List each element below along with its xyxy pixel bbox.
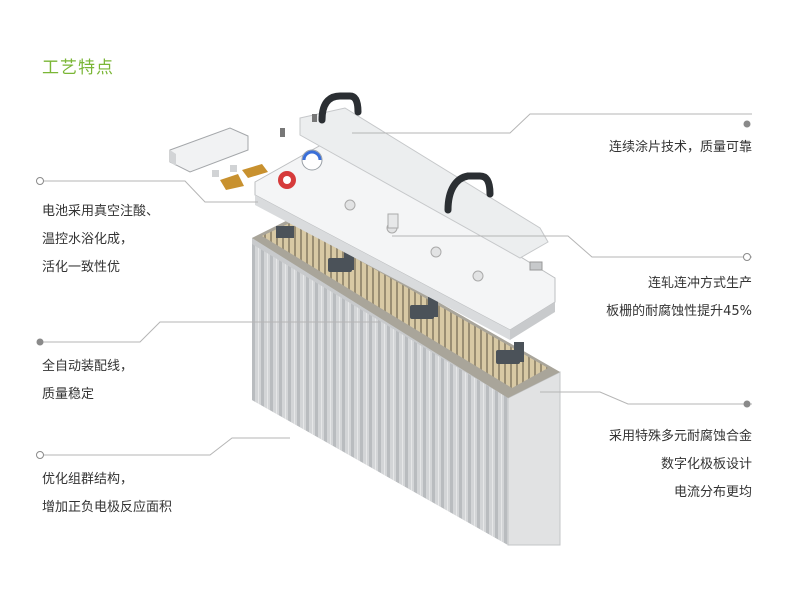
terminal-bracket	[169, 127, 285, 190]
cell-connectors	[276, 226, 524, 364]
callout-vacuum-acid: 电池采用真空注酸、 温控水浴化成， 活化一致性优	[42, 204, 160, 275]
terminal-post	[276, 226, 294, 238]
battery-lid	[254, 139, 556, 340]
screw-small	[280, 128, 285, 137]
connector-1-post	[344, 250, 354, 270]
terminal-lug-2	[220, 174, 244, 190]
handle-right	[444, 172, 494, 214]
callout-grid-corrosion: 连轧连冲方式生产 板栅的耐腐蚀性提升45%	[606, 276, 752, 319]
case-side	[507, 371, 561, 546]
connector-2-post	[428, 297, 438, 317]
callout-continuous-coating: 连续涂片技术，质量可靠	[608, 140, 752, 155]
case-front-ribs	[252, 244, 508, 545]
callout-assembly-line: 全自动装配线， 质量稳定	[42, 359, 134, 402]
connector-3-post	[514, 342, 524, 362]
callout-alloy-plate: 采用特殊多元耐腐蚀合金 数字化极板设计 电流分布更均	[608, 429, 752, 500]
top-cover	[299, 92, 549, 271]
handle-left	[318, 92, 362, 124]
terminal-lug-1	[242, 164, 268, 178]
callout-lines	[40, 113, 752, 456]
callout-dots	[36, 120, 751, 459]
screw	[312, 114, 317, 122]
section-title: 工艺特点	[42, 58, 114, 78]
callout-group-structure: 优化组群结构， 增加正负电极反应面积	[42, 472, 173, 515]
